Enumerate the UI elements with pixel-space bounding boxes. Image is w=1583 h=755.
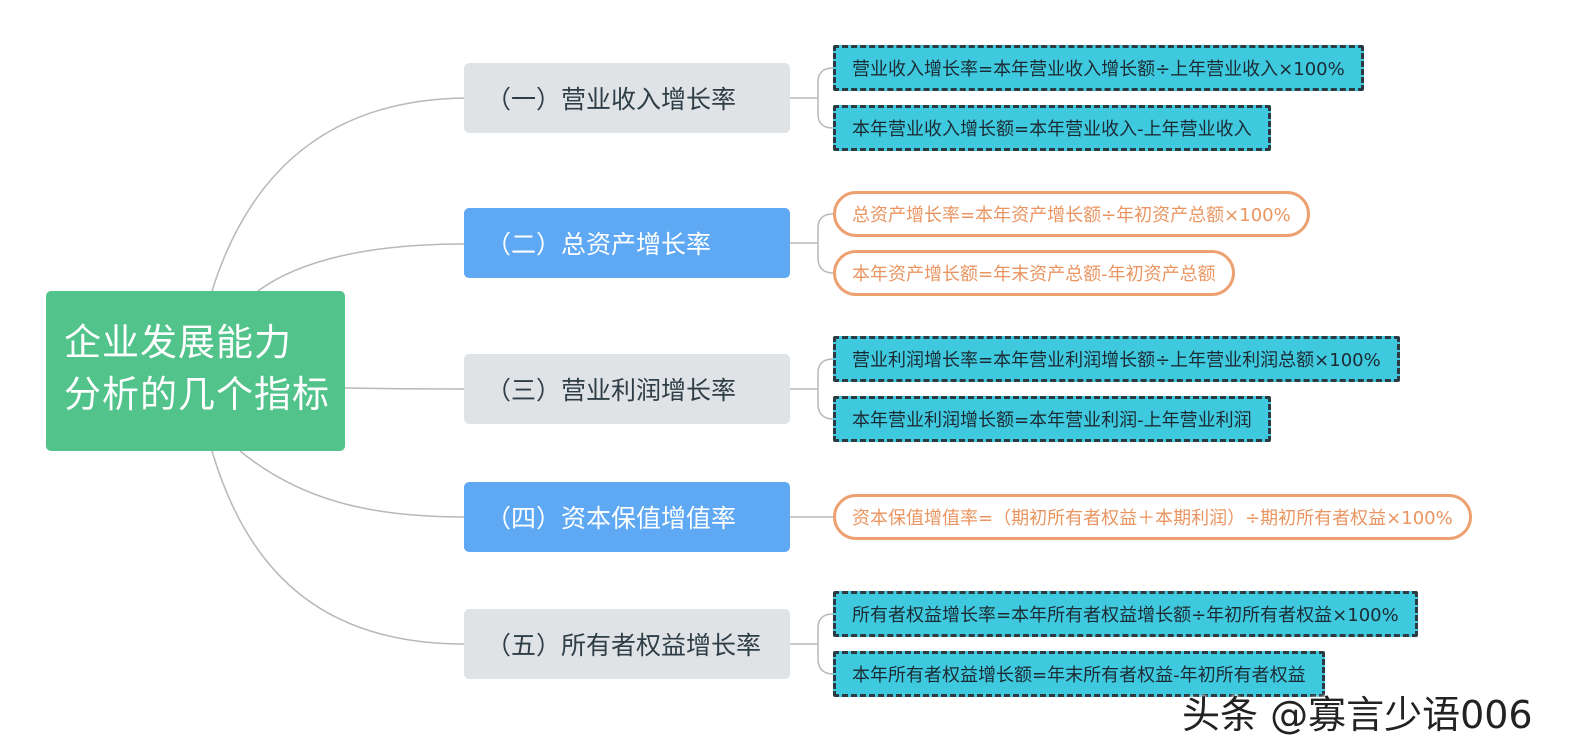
leaf-node-4-1: 资本保值增值率=（期初所有者权益＋本期利润）÷期初所有者权益×100% (833, 494, 1472, 540)
root-title-line-1: 企业发展能力 (64, 321, 292, 364)
leaf-node-2-1: 总资产增长率=本年资产增长额÷年初资产总额×100% (833, 191, 1310, 237)
root-node: 企业发展能力 分析的几个指标 (46, 291, 345, 451)
leaf-node-3-1: 营业利润增长率=本年营业利润增长额÷上年营业利润总额×100% (833, 336, 1400, 382)
leaf-node-5-1: 所有者权益增长率=本年所有者权益增长额÷年初所有者权益×100% (833, 591, 1418, 637)
leaf-node-5-2: 本年所有者权益增长额=年末所有者权益-年初所有者权益 (833, 651, 1325, 697)
leaf-node-2-2: 本年资产增长额=年末资产总额-年初资产总额 (833, 250, 1235, 296)
connector-branch-2-leaves (790, 213, 834, 274)
connector-branch-5-leaves (790, 613, 834, 675)
branch-node-4: （四）资本保值增值率 (464, 482, 790, 552)
connector-root-branch-4 (239, 450, 465, 518)
connector-root-branch-5 (211, 450, 465, 645)
branch-node-2: （二）总资产增长率 (464, 208, 790, 278)
leaf-node-3-2: 本年营业利润增长额=本年营业利润-上年营业利润 (833, 396, 1271, 442)
root-title-line-2: 分析的几个指标 (64, 373, 330, 416)
connector-branch-1-leaves (790, 67, 834, 129)
leaf-node-1-1: 营业收入增长率=本年营业收入增长额÷上年营业收入×100% (833, 45, 1364, 91)
leaf-node-1-2: 本年营业收入增长额=本年营业收入-上年营业收入 (833, 105, 1271, 151)
connector-root-branch-2 (257, 243, 465, 292)
branch-node-1: （一）营业收入增长率 (464, 63, 790, 133)
branch-node-3: （三）营业利润增长率 (464, 354, 790, 424)
connector-branch-3-leaves (790, 358, 834, 420)
watermark-text: 头条 @寡言少语006 (1182, 693, 1533, 737)
connector-root-branch-3 (344, 387, 465, 390)
connector-root-branch-1 (211, 97, 465, 292)
branch-node-5: （五）所有者权益增长率 (464, 609, 790, 679)
